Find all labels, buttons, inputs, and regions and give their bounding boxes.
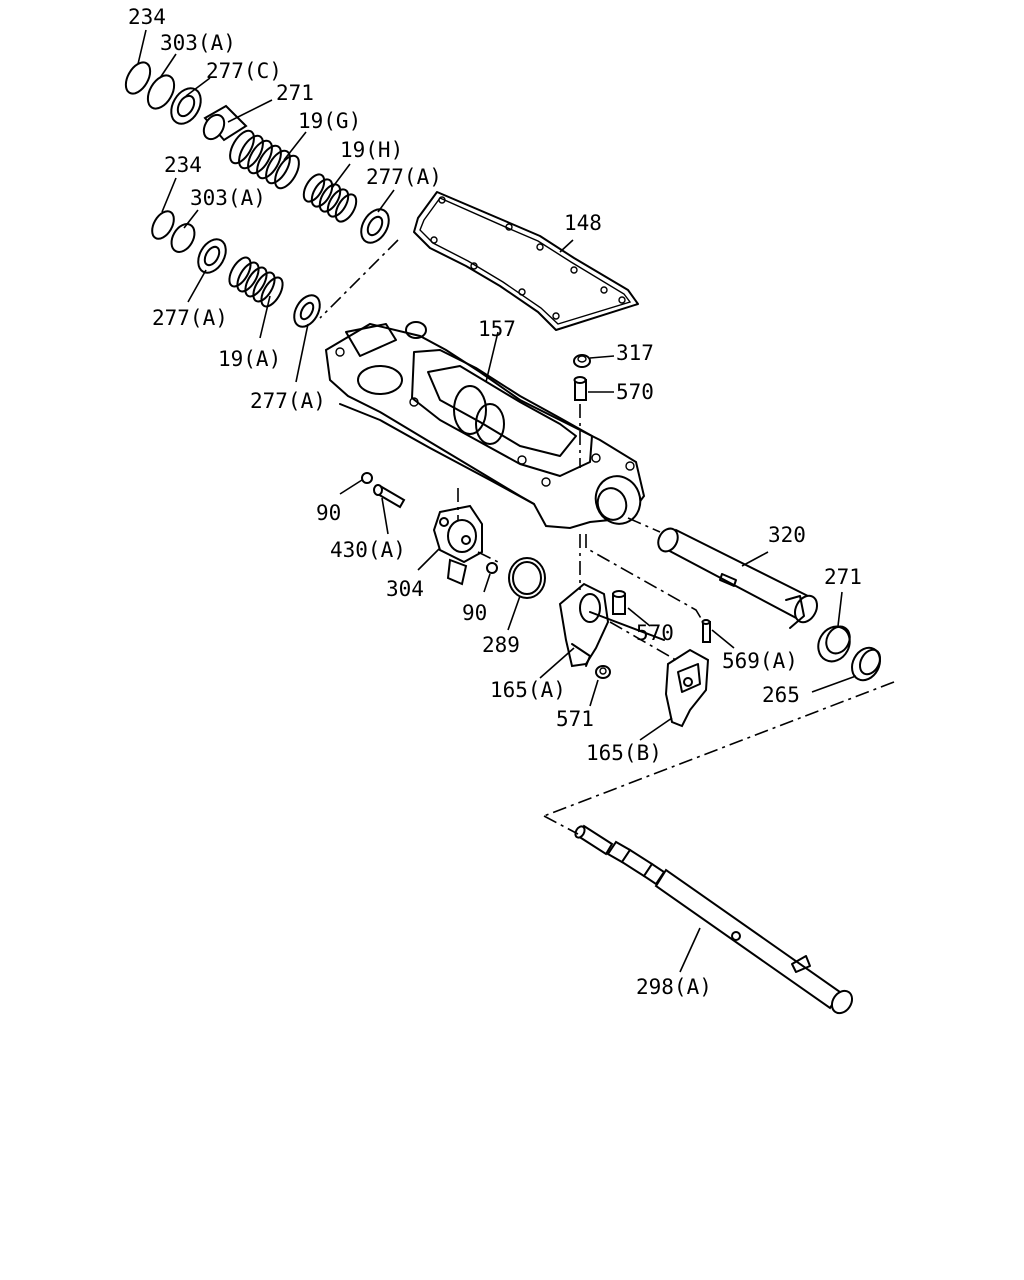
label-430a: 430(A)	[330, 538, 406, 562]
label-320: 320	[768, 523, 806, 547]
snap-ring-303a-upper	[146, 74, 176, 110]
label-148: 148	[564, 211, 602, 235]
washer-277c	[170, 87, 202, 125]
plug-317	[573, 354, 591, 368]
label-277a-top: 277(A)	[366, 165, 442, 189]
label-19g: 19(G)	[298, 109, 361, 133]
label-569a: 569(A)	[722, 649, 798, 673]
label-271-top: 271	[276, 81, 314, 105]
sleeve-320	[657, 527, 819, 629]
label-277a-left: 277(A)	[152, 306, 228, 330]
snap-ring-303a-middle	[170, 223, 196, 253]
label-303a-top: 303(A)	[160, 31, 236, 55]
oil-seal-265	[851, 646, 882, 682]
callout-labels: 234 303(A) 277(C) 271 19(G) 19(H) 277(A)…	[128, 5, 862, 999]
label-165a: 165(A)	[490, 678, 566, 702]
label-571: 571	[556, 707, 594, 731]
label-304: 304	[386, 577, 424, 601]
spring-19a	[228, 256, 284, 308]
shift-lever-165a	[558, 582, 665, 668]
label-157: 157	[478, 317, 516, 341]
washer-277a-lower	[293, 294, 321, 328]
pin-430a	[373, 484, 406, 509]
shift-housing-157	[324, 321, 646, 530]
oring-90-upper	[361, 472, 373, 484]
seal-289	[508, 557, 546, 599]
label-277a-lower: 277(A)	[250, 389, 326, 413]
oring-90-lower	[486, 562, 498, 574]
bushing-271-right	[817, 625, 851, 663]
label-277c: 277(C)	[206, 59, 282, 83]
snap-ring-234-upper	[124, 61, 152, 95]
label-90-low: 90	[462, 601, 487, 625]
gasket-148	[413, 191, 639, 331]
label-570-low: 570	[636, 621, 674, 645]
label-271-right: 271	[824, 565, 862, 589]
label-570-top: 570	[616, 380, 654, 404]
label-19a: 19(A)	[218, 347, 281, 371]
shift-lever-165b	[664, 648, 710, 728]
washer-277a-left	[197, 238, 227, 274]
alignment-lines	[319, 239, 895, 835]
nut-571	[595, 665, 611, 679]
label-265: 265	[762, 683, 800, 707]
label-289: 289	[482, 633, 520, 657]
label-234-top: 234	[128, 5, 166, 29]
label-234-middle: 234	[164, 153, 202, 177]
label-19h: 19(H)	[340, 138, 403, 162]
bushing-271-upper	[202, 104, 248, 142]
pin-570-upper	[573, 376, 587, 401]
label-90-top: 90	[316, 501, 341, 525]
leader-lines	[137, 29, 857, 973]
label-317: 317	[616, 341, 654, 365]
pin-569a	[701, 619, 711, 643]
snap-ring-234-middle	[151, 210, 175, 240]
label-165b: 165(B)	[586, 741, 662, 765]
interlock-304	[432, 504, 483, 586]
label-298a: 298(A)	[636, 975, 712, 999]
label-303a-middle: 303(A)	[190, 186, 266, 210]
washer-277a-upper	[360, 208, 390, 244]
pin-570-lower	[612, 590, 626, 615]
spring-19g	[229, 129, 300, 190]
shift-shaft-298a	[574, 824, 854, 1015]
spring-19h	[302, 173, 358, 223]
